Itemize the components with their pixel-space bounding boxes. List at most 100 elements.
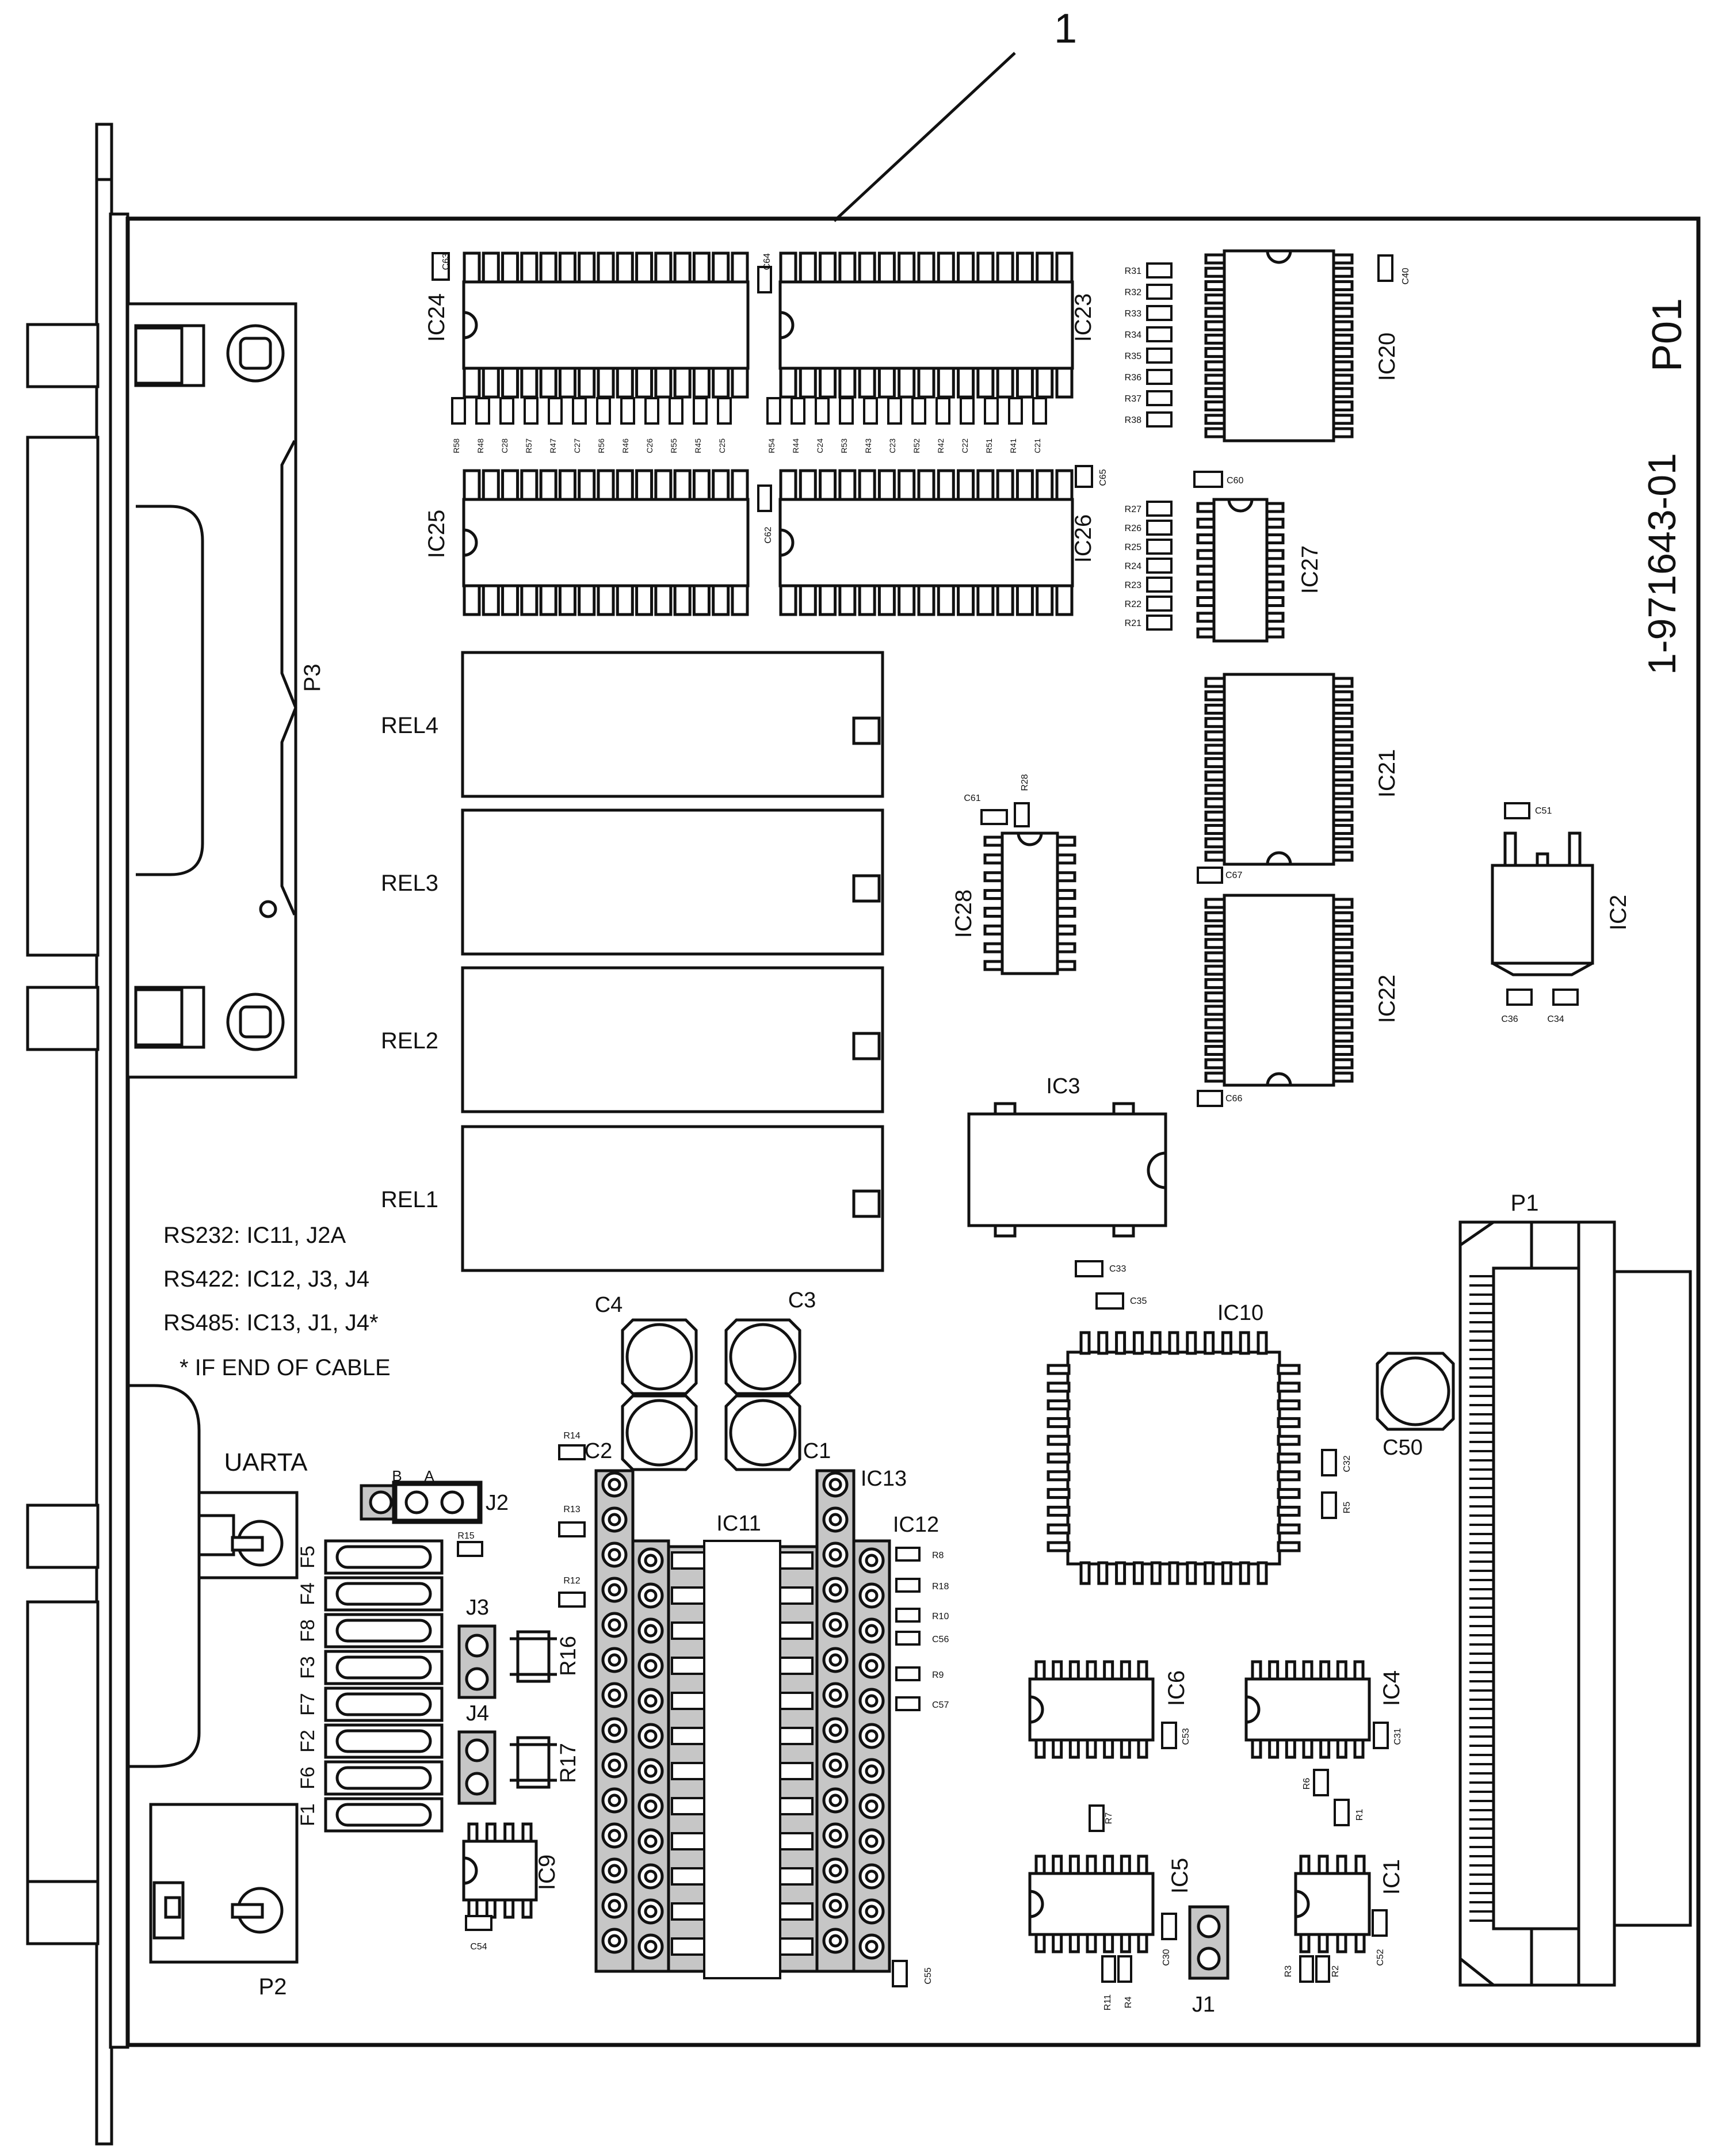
label-c61: C61 [964,793,980,803]
ic23-package [778,251,1074,399]
label-j2: J2 [486,1491,509,1515]
relay-rel4: REL4 [381,651,884,798]
ic20-package [1204,249,1354,442]
smd-r24 [1146,558,1173,574]
label-c67: C67 [1225,871,1242,880]
label-j3: J3 [466,1596,489,1620]
smd-c27 [572,397,587,425]
smd-r32 [1146,284,1173,300]
label-ic27: IC27 [1297,545,1323,594]
smd-r48 [475,397,490,425]
label-r45: R45 [693,438,702,453]
label-r14: R14 [563,1431,580,1441]
label-r48: R48 [476,438,485,453]
label-rel4: REL4 [381,713,438,738]
smd-c40 [1377,254,1393,282]
label-r7: R7 [1104,1812,1114,1825]
label-ic6: IC6 [1164,1670,1189,1706]
label-r28: R28 [1020,774,1030,791]
resistor-r16: R16 [510,1630,581,1683]
label-j1: J1 [1192,1993,1215,2017]
label-r34: R34 [1125,330,1141,340]
label-r1: R1 [1355,1809,1365,1821]
smd-r8 [895,1547,921,1562]
label-r38: R38 [1125,415,1141,425]
smd-c35 [1095,1292,1124,1310]
ic28-package [983,831,1076,975]
label-r9: R9 [932,1670,944,1680]
relay-rel2: REL2 [381,966,884,1113]
fuse-f5: F5 [297,1539,444,1575]
label-fuse-f6: F6 [297,1766,319,1789]
capacitor-c2 [621,1394,698,1471]
fuse-f6: F6 [297,1760,444,1796]
smd-r56 [596,397,611,425]
jumper-j4: J4 [457,1701,497,1805]
smd-r42 [935,397,950,425]
label-r10: R10 [932,1612,949,1621]
note-rs485: RS485: IC13, J1, J4* [163,1310,379,1335]
ic3-package: IC3 [967,1074,1167,1238]
label-ic5: IC5 [1167,1858,1193,1894]
smd-r10 [895,1608,921,1623]
ic26-package [778,469,1074,616]
smd-r31 [1146,262,1173,278]
label-c53: C53 [1181,1728,1191,1745]
label-ic1: IC1 [1379,1859,1404,1895]
label-r44: R44 [791,438,800,453]
label-c52: C52 [1376,1949,1385,1966]
smd-c32 [1321,1449,1337,1476]
label-r31: R31 [1125,266,1141,276]
label-c27: C27 [572,438,582,453]
label-c34: C34 [1547,1014,1564,1024]
smd-r38 [1146,411,1173,428]
smd-r2 [1315,1955,1330,1983]
smd-r25 [1146,539,1173,555]
smd-r21 [1146,615,1173,631]
smd-r47 [548,397,563,425]
label-r4: R4 [1124,1997,1133,2009]
label-c54: C54 [470,1942,487,1952]
smd-c64 [757,266,772,293]
smd-r9 [895,1666,921,1681]
ic10-qfp: IC10 [1047,1301,1301,1585]
smd-r34 [1146,326,1173,342]
smd-r1 [1334,1799,1350,1826]
capacitor-c4 [621,1318,698,1395]
smd-c55 [892,1960,908,1987]
smd-c26 [644,397,659,425]
label-c24: C24 [815,438,824,453]
label-j2-a: A [424,1467,434,1485]
fuse-f1: F1 [297,1797,444,1833]
relays: REL4 REL3 REL2 REL1 [381,651,884,1272]
ic9-package [462,1822,538,1919]
fuse-f2: F2 [297,1723,444,1759]
smd-r3 [1299,1955,1314,1983]
label-r54: R54 [767,438,776,453]
label-r13: R13 [563,1505,580,1514]
label-j4: J4 [466,1701,489,1726]
smd-r46 [620,397,635,425]
smd-c53 [1161,1722,1177,1749]
label-c4: C4 [595,1293,623,1317]
label-j2-b: B [392,1467,402,1485]
label-ic20: IC20 [1374,333,1400,381]
smd-r23 [1146,577,1173,593]
label-fuse-f2: F2 [297,1730,319,1753]
smd-c66 [1197,1090,1223,1107]
smd-c36 [1506,989,1533,1006]
label-ic11: IC11 [716,1512,761,1536]
connector-p3: P3 [126,302,325,1079]
label-r17: R17 [556,1743,581,1783]
smd-c65 [1075,465,1093,488]
smd-c24 [815,397,830,425]
smd-r43 [863,397,878,425]
label-c63: C63 [441,253,451,270]
callout-number: 1 [1054,6,1077,52]
label-r23: R23 [1125,581,1141,590]
smd-r18 [895,1578,921,1593]
label-c36: C36 [1501,1014,1518,1024]
smd-c52 [1372,1909,1388,1937]
p1-contact-fingers [1469,1275,1494,1922]
